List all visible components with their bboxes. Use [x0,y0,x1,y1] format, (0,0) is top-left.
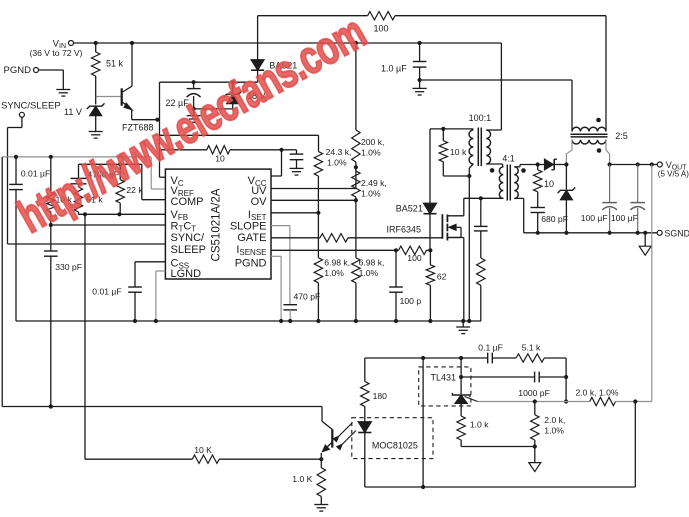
svg-text:2.0 k,: 2.0 k, [544,415,565,425]
svg-text:PGND: PGND [235,257,267,269]
svg-text:(36 V to 72 V): (36 V to 72 V) [29,48,82,58]
svg-text:680 pF: 680 pF [541,214,568,224]
svg-text:IRF6345: IRF6345 [387,225,422,235]
svg-text:SGND: SGND [665,228,689,238]
svg-text:1000 pF: 1000 pF [518,388,550,398]
svg-text:180: 180 [373,391,388,401]
svg-text:CS51021A/2A: CS51021A/2A [211,188,223,261]
svg-text:BA521: BA521 [396,204,423,214]
svg-text:100: 100 [373,24,388,34]
svg-text:SYNC/: SYNC/ [171,232,206,244]
svg-text:1.0 k: 1.0 k [470,420,489,430]
svg-text:1.0%: 1.0% [324,268,344,278]
svg-text:100 µF: 100 µF [611,213,638,223]
svg-text:62: 62 [437,272,447,282]
svg-text:200 k,: 200 k, [361,137,384,147]
svg-text:2:5: 2:5 [615,131,628,141]
svg-text:UV: UV [251,185,267,197]
svg-text:10 K: 10 K [194,445,212,455]
svg-text:2.49 k,: 2.49 k, [361,178,387,188]
svg-text:10 k: 10 k [450,147,467,157]
svg-text:470 pF: 470 pF [294,292,321,302]
svg-text:1.0 K: 1.0 K [292,474,312,484]
svg-text:5.1 k: 5.1 k [522,342,541,352]
svg-text:24.3 k,: 24.3 k, [326,147,352,157]
svg-text:0.01 µF: 0.01 µF [92,287,121,297]
svg-text:1.0%: 1.0% [359,268,379,278]
svg-text:330 pF: 330 pF [55,262,82,272]
svg-text:1.0 µF: 1.0 µF [381,64,407,74]
svg-text:SYNC/SLEEP: SYNC/SLEEP [1,101,61,112]
svg-text:TL431: TL431 [431,373,457,383]
svg-text:51 k: 51 k [106,59,124,69]
svg-text:PGND: PGND [4,65,32,76]
svg-text:SLOPE: SLOPE [230,220,267,232]
svg-text:100 p: 100 p [400,296,422,306]
svg-text:11 V: 11 V [64,107,82,117]
svg-text:100:1: 100:1 [469,113,492,123]
svg-text:100 µF: 100 µF [581,213,608,223]
svg-text:GATE: GATE [237,232,266,244]
svg-text:10: 10 [215,154,225,164]
svg-text:LGND: LGND [171,268,202,280]
svg-text:SLEEP: SLEEP [171,244,206,256]
svg-text:1.0%: 1.0% [361,148,381,158]
svg-text:MOC81025: MOC81025 [372,441,418,451]
svg-text:0.1 µF: 0.1 µF [478,342,503,352]
svg-text:OV: OV [251,196,268,208]
svg-text:(5 V/5 A): (5 V/5 A) [658,170,689,179]
svg-text:4:1: 4:1 [502,154,515,164]
svg-text:6.98 k,: 6.98 k, [324,258,350,268]
svg-text:COMP: COMP [171,196,204,208]
svg-text:6.98 k,: 6.98 k, [359,258,385,268]
svg-text:100: 100 [407,253,422,263]
svg-text:1.0%: 1.0% [327,158,347,168]
svg-text:1.0%: 1.0% [361,189,381,199]
svg-text:1.0%: 1.0% [544,426,564,436]
svg-text:10: 10 [544,179,554,189]
svg-text:2.0 k, 1.0%: 2.0 k, 1.0% [576,387,619,397]
